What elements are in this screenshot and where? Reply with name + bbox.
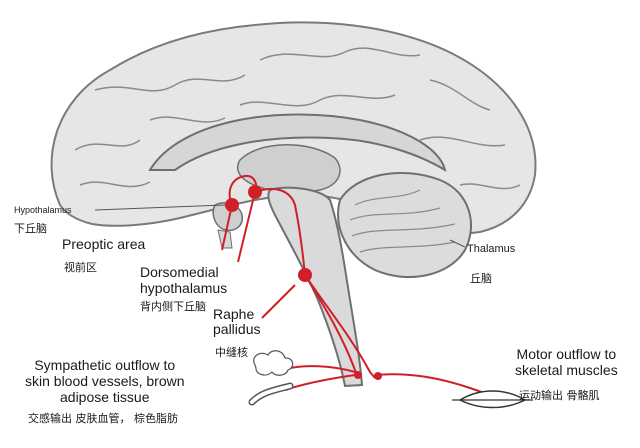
spinal-junction-dot-2 [374,372,382,380]
sympathetic-outflow-label: Sympathetic outflow to skin blood vessel… [25,357,185,405]
spinal-junction-dot [354,371,362,379]
dorsomedial-hypothalamus-label-zh: 背内侧下丘脑 [140,298,206,314]
thalamus-region [238,145,340,193]
raphe-pallidus-label-zh: 中缝核 [215,344,248,360]
preoptic-area-label: Preoptic area [62,236,145,252]
dorsomedial-hypothalamus-label: Dorsomedial hypothalamus [140,264,227,296]
preoptic-area-label-zh: 视前区 [64,259,97,275]
thalamus-label-zh: 丘脑 [470,270,492,286]
sympathetic-outflow-label-zh: 交感输出 皮肤血管， 棕色脂肪 [28,410,178,426]
blood-vessel-icon [252,386,290,402]
raphe-pallidus-label: Raphe pallidus [213,307,260,337]
adipose-tissue-icon [254,351,293,375]
motor-outflow-label: Motor outflow to skeletal muscles [515,346,618,378]
preoptic-nucleus [225,198,239,212]
hypothalamus-label-zh: 下丘脑 [14,220,47,236]
thalamus-label: Thalamus [467,243,515,255]
hypothalamus-label: Hypothalamus [14,205,72,215]
skeletal-muscle-icon [460,391,525,408]
raphe-nucleus [298,268,312,282]
motor-outflow-label-zh: 运动输出 骨骼肌 [519,387,600,403]
dorsomedial-nucleus [248,185,262,199]
